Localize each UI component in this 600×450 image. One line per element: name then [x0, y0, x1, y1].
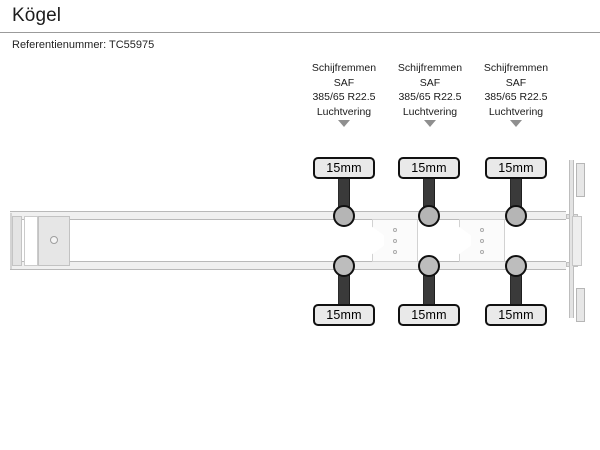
- page-header: Kögel Referentienummer: TC55975: [0, 0, 600, 51]
- axle-2-hub-top: [418, 205, 440, 227]
- rear-bumper-tab-bottom: [576, 288, 585, 322]
- tread-badge-axle-1-front: 15mm: [313, 157, 375, 179]
- axle-1-suspension: Luchtvering: [316, 105, 372, 118]
- front-plate-outer: [12, 216, 22, 266]
- page-title: Kögel: [12, 5, 62, 26]
- axle-note-1: Schijfremmen SAF 385/65 R22.5 Luchtverin…: [298, 61, 390, 127]
- axle-2-tyre-size: 385/65 R22.5: [398, 91, 462, 103]
- axle-2-brand: SAF: [419, 76, 441, 89]
- axle-note-2: Schijfremmen SAF 385/65 R22.5 Luchtverin…: [384, 61, 476, 127]
- axle-1-hub-bottom: [333, 255, 355, 277]
- tread-badge-axle-3-rear: 15mm: [485, 304, 547, 326]
- triangle-down-icon: [424, 120, 436, 127]
- tread-badge-axle-3-front: 15mm: [485, 157, 547, 179]
- axle-2-suspension: Luchtvering: [402, 105, 458, 118]
- suspension-hanger-1: [372, 219, 418, 262]
- axle-1-brake-type: Schijfremmen: [311, 62, 377, 74]
- axle-3-tyre-size: 385/65 R22.5: [484, 91, 548, 103]
- axle-2-brake-type: Schijfremmen: [397, 62, 463, 74]
- hanger-holes: [393, 228, 397, 261]
- axle-3-hub-bottom: [505, 255, 527, 277]
- axle-1-hub-top: [333, 205, 355, 227]
- header-divider: [0, 32, 600, 33]
- rear-bumper-tab-top: [576, 163, 585, 197]
- tread-badge-axle-2-rear: 15mm: [398, 304, 460, 326]
- axle-3-hub-top: [505, 205, 527, 227]
- axle-3-brake-type: Schijfremmen: [483, 62, 549, 74]
- suspension-hanger-2: [459, 219, 505, 262]
- tread-badge-axle-1-rear: 15mm: [313, 304, 375, 326]
- chassis-rail-top: [10, 211, 566, 220]
- axle-1-tyre-size: 385/65 R22.5: [312, 91, 376, 103]
- front-plate-inner: [24, 216, 38, 266]
- axle-note-3: Schijfremmen SAF 385/65 R22.5 Luchtverin…: [470, 61, 562, 127]
- reference-number: Referentienummer: TC55975: [12, 39, 155, 51]
- axle-1-brand: SAF: [333, 76, 355, 89]
- front-edge: [10, 213, 12, 269]
- triangle-down-icon: [338, 120, 350, 127]
- tread-badge-axle-2-front: 15mm: [398, 157, 460, 179]
- hanger-holes: [480, 228, 484, 261]
- axle-3-suspension: Luchtvering: [488, 105, 544, 118]
- kingpin-hole-icon: [50, 236, 58, 244]
- triangle-down-icon: [510, 120, 522, 127]
- axle-3-brand: SAF: [505, 76, 527, 89]
- chassis-rail-bottom: [10, 261, 566, 270]
- axle-2-hub-bottom: [418, 255, 440, 277]
- rear-column: [572, 216, 582, 266]
